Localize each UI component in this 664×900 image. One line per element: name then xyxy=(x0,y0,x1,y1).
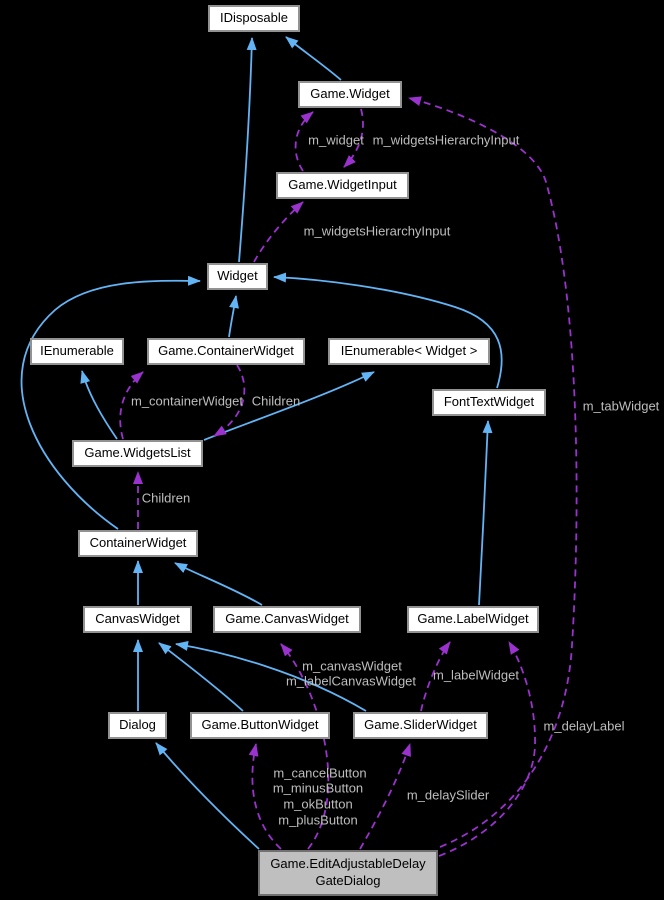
edge-game-canvaswidget-to-containerwidget xyxy=(174,562,263,606)
node-label: CanvasWidget xyxy=(95,611,180,627)
edge-children-top-edge xyxy=(213,364,246,437)
edge-containerwidget-to-widget xyxy=(20,275,201,530)
edge-m-containerwidget-edge xyxy=(119,371,144,440)
node-widget[interactable]: Widget xyxy=(207,263,268,290)
node-label-line: Game.EditAdjustableDelay xyxy=(270,856,426,872)
node-game-containerwidget[interactable]: Game.ContainerWidget xyxy=(147,338,305,365)
edge-gatedialog-to-dialog xyxy=(155,742,260,850)
node-label: IDisposable xyxy=(220,10,288,26)
edge-m-widget-edge xyxy=(294,111,314,172)
node-label: Game.Widget xyxy=(310,86,390,102)
edge-fonttextwidget-to-widget xyxy=(273,272,503,389)
node-game-labelwidget[interactable]: Game.LabelWidget xyxy=(407,606,539,633)
node-game-widgetinput[interactable]: Game.WidgetInput xyxy=(276,172,409,199)
edge-m-canvaswidget-edge xyxy=(280,643,330,850)
edge-game-sliderwidget-to-canvaswidget xyxy=(175,641,367,712)
node-fonttextwidget[interactable]: FontTextWidget xyxy=(432,389,546,416)
edge-game-widgetslist-to-ienumerable-widget xyxy=(203,371,375,441)
node-game-canvaswidget[interactable]: Game.CanvasWidget xyxy=(213,606,361,633)
node-ienumerable-widget[interactable]: IEnumerable< Widget > xyxy=(328,338,490,365)
edge-game-widget-to-idisposable xyxy=(285,36,342,81)
node-game-widget[interactable]: Game.Widget xyxy=(298,81,402,108)
node-label: Game.ButtonWidget xyxy=(201,717,319,733)
edge-m-buttons-edge xyxy=(248,743,282,850)
node-label: Game.WidgetInput xyxy=(288,177,397,193)
node-label: Game.LabelWidget xyxy=(417,611,529,627)
node-idisposable[interactable]: IDisposable xyxy=(208,5,300,32)
node-ienumerable[interactable]: IEnumerable xyxy=(30,338,124,365)
node-label: FontTextWidget xyxy=(443,394,535,410)
edge-game-buttonwidget-to-canvaswidget xyxy=(158,642,244,712)
node-label: Game.CanvasWidget xyxy=(225,611,349,627)
edge-widget-m-widgetshierarchyinput-edge xyxy=(253,201,304,263)
edge-m-delaylabel-edge xyxy=(438,641,536,857)
node-game-buttonwidget[interactable]: Game.ButtonWidget xyxy=(190,712,330,739)
node-label: Game.WidgetsList xyxy=(84,445,191,461)
node-game-widgetslist[interactable]: Game.WidgetsList xyxy=(72,440,203,467)
node-label: ContainerWidget xyxy=(89,535,187,551)
node-label: Game.SliderWidget xyxy=(364,717,477,733)
node-dialog[interactable]: Dialog xyxy=(108,712,167,739)
node-label: IEnumerable< Widget > xyxy=(340,343,478,359)
edge-game-containerwidget-to-widget xyxy=(228,295,239,338)
node-containerwidget[interactable]: ContainerWidget xyxy=(78,530,198,557)
node-label: Game.ContainerWidget xyxy=(158,343,294,359)
node-game-sliderwidget[interactable]: Game.SliderWidget xyxy=(353,712,488,739)
node-label-line: GateDialog xyxy=(315,873,381,888)
edge-game-labelwidget-to-fonttextwidget xyxy=(478,420,493,606)
node-label: Widget xyxy=(217,268,258,284)
node-label: Dialog xyxy=(119,717,156,733)
edge-m-labelwidget-edge xyxy=(420,641,451,712)
node-label: IEnumerable xyxy=(40,343,114,359)
node-canvaswidget[interactable]: CanvasWidget xyxy=(83,606,192,633)
edge-m-delayslider-edge xyxy=(359,743,411,850)
edge-widget-to-idisposable xyxy=(238,37,257,263)
edge-game-widgetslist-to-ienumerable xyxy=(80,370,118,440)
edge-m-widgetshierarchyinput-loop-edge xyxy=(343,108,364,168)
edge-m-tabwidget-edge xyxy=(408,96,578,848)
